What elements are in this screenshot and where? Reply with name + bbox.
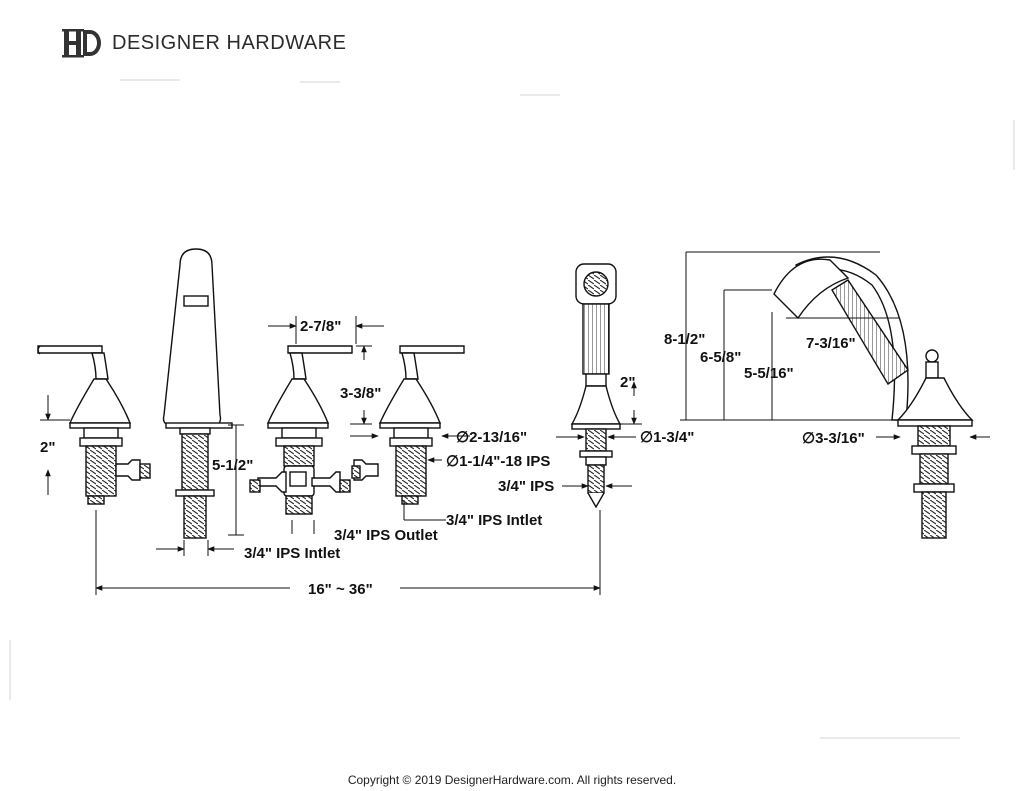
dim-overall-spread: 16" ~ 36" bbox=[308, 581, 373, 598]
dim-shower-ips: 3/4" IPS bbox=[498, 478, 554, 495]
dim-cradle-height: 8-1/2" bbox=[664, 331, 705, 348]
brand-name: DESIGNER HARDWARE bbox=[112, 31, 347, 54]
copyright-notice: Copyright © 2019 DesignerHardware.com. A… bbox=[347, 773, 677, 787]
dim-inlet-left: 3/4" IPS Intlet bbox=[244, 545, 340, 562]
left-handle-valve bbox=[37, 345, 151, 505]
shower-cradle bbox=[773, 256, 974, 539]
dim-spout-shank: 5-1/2" bbox=[212, 457, 253, 474]
dim-inlet-right: 3/4" IPS Intlet bbox=[446, 512, 542, 529]
background-marks bbox=[9, 79, 1015, 739]
dim-handle-height: 3-3/8" bbox=[340, 385, 381, 402]
dimension-lines bbox=[40, 251, 990, 595]
dim-escutcheon-dia: ∅2-13/16" bbox=[456, 429, 527, 446]
dim-cradle-base-dia: ∅3-3/16" bbox=[802, 430, 865, 447]
dim-outlet: 3/4" IPS Outlet bbox=[334, 527, 438, 544]
dim-left-handle-height: 2" bbox=[40, 439, 55, 456]
center-handle-valve bbox=[249, 345, 353, 515]
dimension-labels: 2" 5-1/2" 2-7/8" 3-3/8" ∅2-13/16" ∅1-1/4… bbox=[40, 318, 865, 598]
faucet-spout bbox=[162, 248, 233, 539]
dim-shower-base-dia: ∅1-3/4" bbox=[640, 429, 694, 446]
dim-handle-spread: 2-7/8" bbox=[300, 318, 341, 335]
brand-header: DESIGNER HARDWARE bbox=[62, 26, 346, 60]
dim-shank-thread: ∅1-1/4"-18 IPS bbox=[446, 453, 550, 470]
right-handle-valve bbox=[351, 345, 465, 505]
dim-cradle-low: 5-5/16" bbox=[744, 365, 794, 382]
dh-monogram-icon bbox=[62, 29, 101, 58]
dim-cradle-mid: 6-5/8" bbox=[700, 349, 741, 366]
dim-shower-base-height: 2" bbox=[620, 374, 635, 391]
hand-shower bbox=[570, 263, 622, 509]
dim-cradle-reach: 7-3/16" bbox=[806, 335, 856, 352]
